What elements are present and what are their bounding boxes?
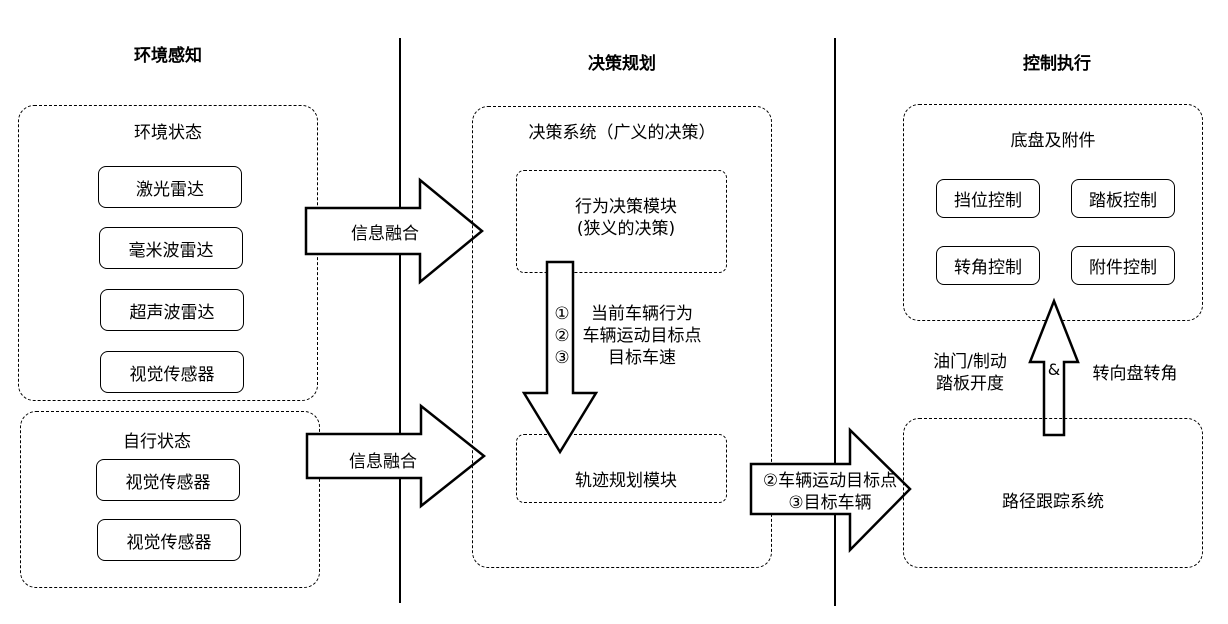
decision-output-texts: 当前车辆行为 车辆运动目标点 目标车速 <box>572 303 712 369</box>
steering-control-box: 转角控制 <box>936 246 1040 285</box>
path-tracking-label: 路径跟踪系统 <box>1002 492 1104 512</box>
decision-system-title: 决策系统（广义的决策） <box>528 123 716 143</box>
env-state-title: 环境状态 <box>134 123 202 143</box>
control-signal-right: 转向盘转角 <box>1092 364 1178 384</box>
output-text-1: 当前车辆行为 <box>591 304 693 324</box>
decision-system-group <box>472 106 772 568</box>
sensor-vision-env: 视觉传感器 <box>100 351 244 393</box>
fusion-label-bottom: 信息融合 <box>349 452 417 472</box>
behavior-decision-line2: (狭义的决策) <box>576 219 676 239</box>
path-tracking-system <box>903 418 1203 568</box>
behavior-decision-label: 行为决策模块 (狭义的决策) <box>546 196 706 240</box>
output-text-2: 车辆运动目标点 <box>582 326 702 346</box>
control-signal-left: 油门/制动 踏板开度 <box>920 351 1020 395</box>
accessory-control-box: 附件控制 <box>1071 246 1175 285</box>
output-num-3: ③ <box>554 348 570 368</box>
fusion-label-top: 信息融合 <box>351 224 419 244</box>
header-control: 控制执行 <box>1023 54 1091 74</box>
header-perception: 环境感知 <box>134 46 202 66</box>
sensor-vision-self-1: 视觉传感器 <box>96 459 240 501</box>
output-num-1: ① <box>554 304 570 324</box>
trajectory-planning-module <box>516 434 727 503</box>
sensor-lidar: 激光雷达 <box>98 166 242 208</box>
behavior-decision-line1: 行为决策模块 <box>575 197 677 217</box>
control-signal-left-line1: 油门/制动 <box>933 352 1007 372</box>
sensor-vision-self-2: 视觉传感器 <box>97 519 241 561</box>
sensor-ultrasonic-radar: 超声波雷达 <box>100 289 244 331</box>
pedal-control-box: 踏板控制 <box>1071 179 1175 218</box>
sensor-mmwave-radar: 毫米波雷达 <box>99 227 243 269</box>
header-planning: 决策规划 <box>588 54 656 74</box>
control-signal-amp: & <box>1047 360 1061 379</box>
self-state-title: 自行状态 <box>123 432 191 452</box>
output-num-2: ② <box>554 326 570 346</box>
behavior-decision-module <box>516 170 727 273</box>
separator-left <box>399 38 401 603</box>
to-control-label: ②车辆运动目标点 ③目标车辆 <box>752 470 908 514</box>
gear-control-box: 挡位控制 <box>936 179 1040 218</box>
separator-right <box>834 38 836 606</box>
to-control-line1: ②车辆运动目标点 <box>762 471 898 491</box>
chassis-title: 底盘及附件 <box>1010 131 1096 151</box>
decision-output-numbers: ① ② ③ <box>551 303 573 369</box>
control-signal-left-line2: 踏板开度 <box>936 374 1004 394</box>
output-text-3: 目标车速 <box>608 348 676 368</box>
trajectory-planning-label: 轨迹规划模块 <box>575 471 677 491</box>
self-state-group <box>20 411 320 588</box>
to-control-line2: ③目标车辆 <box>788 493 872 513</box>
